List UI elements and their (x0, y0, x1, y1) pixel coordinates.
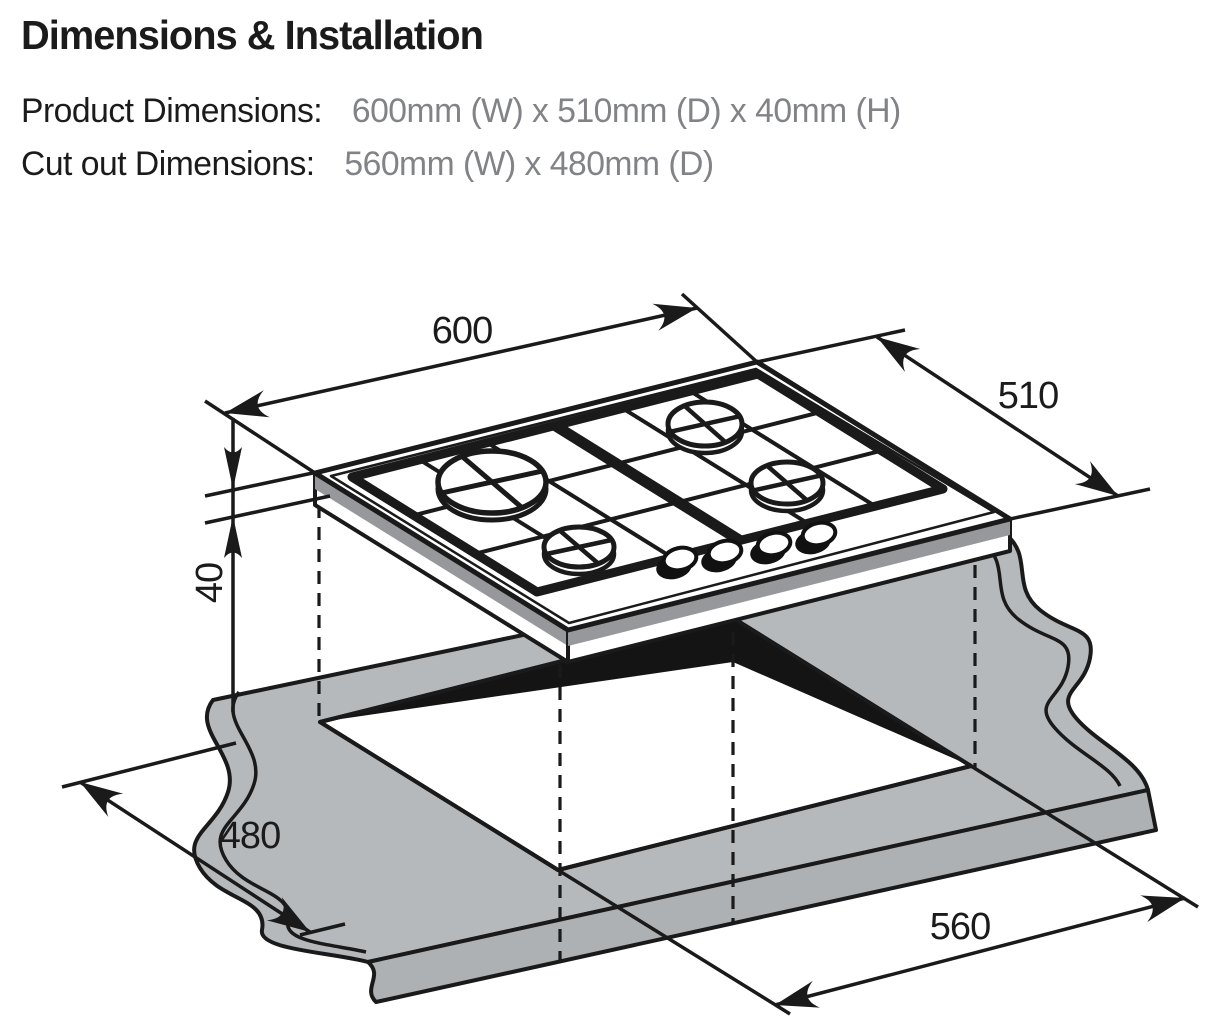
control-knob-1 (656, 545, 699, 580)
burner-front-right (748, 459, 826, 514)
control-knob-2 (701, 538, 744, 573)
hob-body-left-gray (315, 473, 568, 646)
product-dimensions-label: Product Dimensions: (21, 92, 323, 130)
hob-body-right-gray (568, 519, 1010, 646)
dim-label-600: 600 (432, 310, 492, 352)
cutout-dimensions-row: Cut out Dimensions: 560mm (W) x 480mm (D) (21, 145, 1202, 184)
dimension-600: 600 (204, 292, 759, 475)
control-knob-3 (750, 530, 793, 565)
product-dimensions-value: 600mm (W) x 510mm (D) x 40mm (H) (351, 92, 901, 130)
dim-label-560: 560 (930, 906, 990, 948)
cutout-dimensions-value: 560mm (W) x 480mm (D) (344, 145, 714, 183)
burner-small (541, 524, 617, 577)
burners (435, 399, 826, 577)
dim-label-480: 480 (220, 815, 280, 857)
product-dimensions-row: Product Dimensions: 600mm (W) x 510mm (D)… (21, 92, 1202, 131)
burner-large (435, 448, 549, 523)
control-knobs (656, 520, 838, 580)
hob-body (313, 471, 1012, 664)
cutout-dimensions-label: Cut out Dimensions: (21, 145, 315, 183)
countertop-front-face (366, 788, 1158, 1004)
hob (312, 359, 1013, 664)
dim-label-40: 40 (189, 563, 231, 603)
burner-back-right (665, 399, 745, 456)
page-title: Dimensions & Installation (21, 12, 484, 58)
grate-center-bar (552, 420, 743, 546)
projection-lines (317, 505, 977, 961)
dimension-510: 510 (756, 328, 1151, 521)
dim-label-510: 510 (998, 375, 1058, 417)
dimension-40: 40 (189, 418, 331, 712)
dimension-480: 480 (61, 741, 346, 937)
dimension-560: 560 (557, 764, 1199, 1016)
torn-edge-right-crest (981, 541, 1122, 787)
control-knob-4 (795, 520, 838, 555)
